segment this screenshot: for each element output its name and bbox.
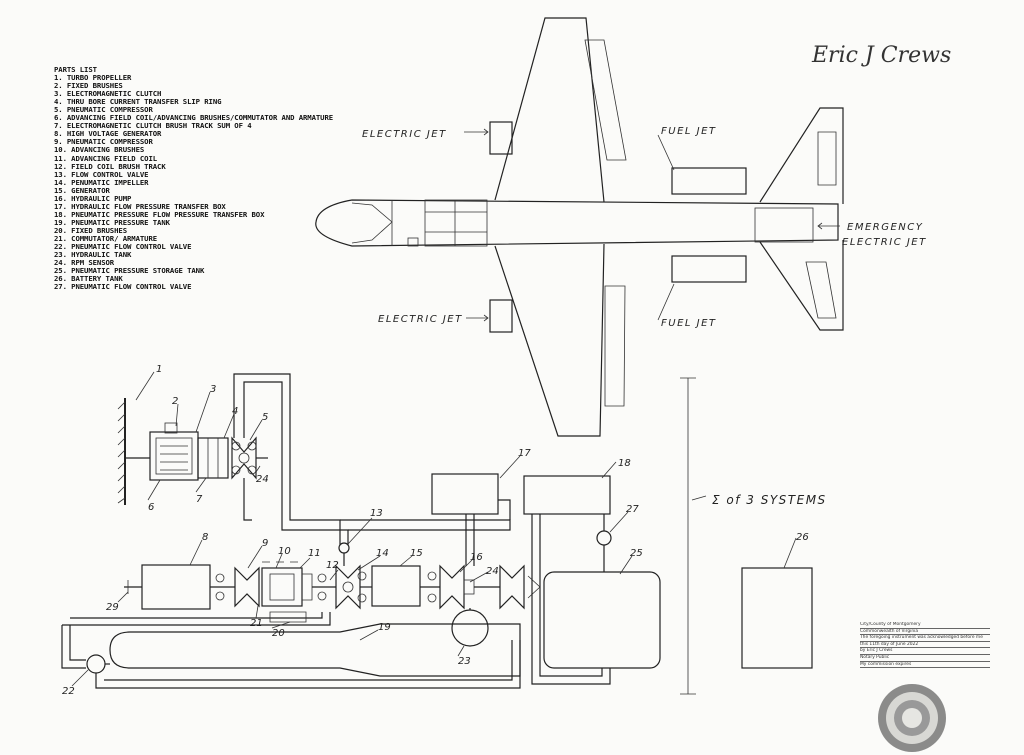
parts-list-item: 18. PNEUMATIC PRESSURE FLOW PRESSURE TRA…: [54, 209, 265, 219]
callout-11: 11: [308, 548, 321, 559]
callout-15: 15: [410, 548, 423, 559]
parts-list-item: 21. COMMUTATOR/ ARMATURE: [54, 233, 158, 243]
notary-stamp: City/County of Montgomery Commonwealth o…: [860, 622, 990, 669]
callout-6: 6: [148, 502, 154, 513]
fuel-jet-label-bottom: FUEL JET: [661, 318, 717, 329]
callout-18: 18: [618, 458, 631, 469]
notary-line: The foregoing instrument was acknowledge…: [860, 635, 990, 642]
callout-10: 10: [278, 546, 291, 557]
systems-note: Σ of 3 SYSTEMS: [712, 493, 827, 507]
callout-8: 8: [202, 532, 208, 543]
callout-17: 17: [518, 448, 531, 459]
aircraft-top-view: [315, 17, 844, 437]
parts-list-item: 1. TURBO PROPELLER: [54, 73, 132, 83]
callout-29: 29: [106, 602, 119, 613]
callout-25: 25: [630, 548, 643, 559]
callout-19: 19: [378, 622, 391, 633]
callout-14: 14: [376, 548, 389, 559]
parts-list-item: 12. FIELD COIL BRUSH TRACK: [54, 161, 166, 171]
parts-list-item: 15. GENERATOR: [54, 185, 110, 195]
parts-list-item: 14. PENUMATIC IMPELLER: [54, 177, 149, 187]
parts-list-item: 26. BATTERY TANK: [54, 274, 123, 284]
callout-9: 9: [262, 538, 268, 549]
emergency-label-line1: EMERGENCY: [847, 222, 923, 233]
parts-list-item: 24. RPM SENSOR: [54, 258, 115, 268]
parts-list-item: 5. PNEUMATIC COMPRESSOR: [54, 105, 153, 115]
parts-list-item: 10. ADVANCING BRUSHES: [54, 145, 145, 155]
electric-jet-label-bottom: ELECTRIC JET: [378, 314, 463, 325]
parts-list-item: 8. HIGH VOLTAGE GENERATOR: [54, 129, 162, 139]
callout-1: 1: [156, 364, 162, 375]
callout-5: 5: [262, 412, 268, 423]
parts-list-item: 3. ELECTROMAGNETIC CLUTCH: [54, 89, 162, 99]
parts-list-item: 22. PNEUMATIC FLOW CONTROL VALVE: [54, 242, 192, 252]
callout-24-top: 24: [256, 474, 269, 485]
callout-23: 23: [458, 656, 471, 667]
fuel-jet-label-top: FUEL JET: [661, 126, 717, 137]
parts-list-item: 27. PNEUMATIC FLOW CONTROL VALVE: [54, 282, 192, 292]
callout-12: 12: [326, 560, 339, 571]
notary-line: Commonwealth of Virginia: [860, 629, 990, 636]
callout-2: 2: [172, 396, 178, 407]
parts-list-item: 23. HYDRAULIC TANK: [54, 250, 132, 260]
parts-list-item: 13. FLOW CONTROL VALVE: [54, 169, 149, 179]
parts-list-item: 7. ELECTROMAGNETIC CLUTCH BRUSH TRACK SU…: [54, 121, 252, 131]
callout-21: 21: [250, 618, 263, 629]
callout-26: 26: [796, 532, 809, 543]
notary-seal: [878, 684, 946, 752]
parts-list-item: 20. FIXED BRUSHES: [54, 225, 127, 235]
callout-13: 13: [370, 508, 383, 519]
signature: Eric J Crews: [811, 43, 951, 68]
callout-22: 22: [62, 686, 75, 697]
parts-list-item: 19. PNEUMATIC PRESSURE TANK: [54, 217, 170, 227]
parts-list-title: PARTS LIST: [54, 65, 97, 74]
parts-list-item: 2. FIXED BRUSHES: [54, 81, 123, 91]
parts-list-item: 17. HYDRAULIC FLOW PRESSURE TRANSFER BOX: [54, 201, 226, 211]
parts-list-item: 16. HYDRAULIC PUMP: [54, 193, 132, 203]
callout-27: 27: [626, 504, 639, 515]
callout-4: 4: [232, 406, 238, 417]
parts-list-item: 25. PNEUMATIC PRESSURE STORAGE TANK: [54, 266, 205, 276]
callout-3: 3: [210, 384, 216, 395]
notary-line: My commission expires: [860, 662, 990, 669]
parts-list-item: 11. ADVANCING FIELD COIL: [54, 153, 158, 163]
parts-list-item: 9. PNEUMATIC COMPRESSOR: [54, 137, 153, 147]
notary-line: this 11th day of June 2022: [860, 642, 990, 649]
emergency-label-line2: ELECTRIC JET: [842, 237, 927, 248]
callout-7: 7: [196, 494, 203, 505]
callout-16: 16: [470, 552, 483, 563]
notary-line: City/County of Montgomery: [860, 622, 990, 629]
callout-24-bottom: 24: [486, 566, 499, 577]
parts-list-item: 4. THRU BORE CURRENT TRANSFER SLIP RING: [54, 97, 222, 107]
callout-20: 20: [272, 628, 285, 639]
power-system-schematic: [61, 371, 813, 695]
notary-line: Notary Public: [860, 655, 990, 662]
notary-line: by Eric J Crews: [860, 648, 990, 655]
parts-list-item: 6. ADVANCING FIELD COIL/ADVANCING BRUSHE…: [54, 113, 334, 123]
electric-jet-label-top: ELECTRIC JET: [362, 129, 447, 140]
